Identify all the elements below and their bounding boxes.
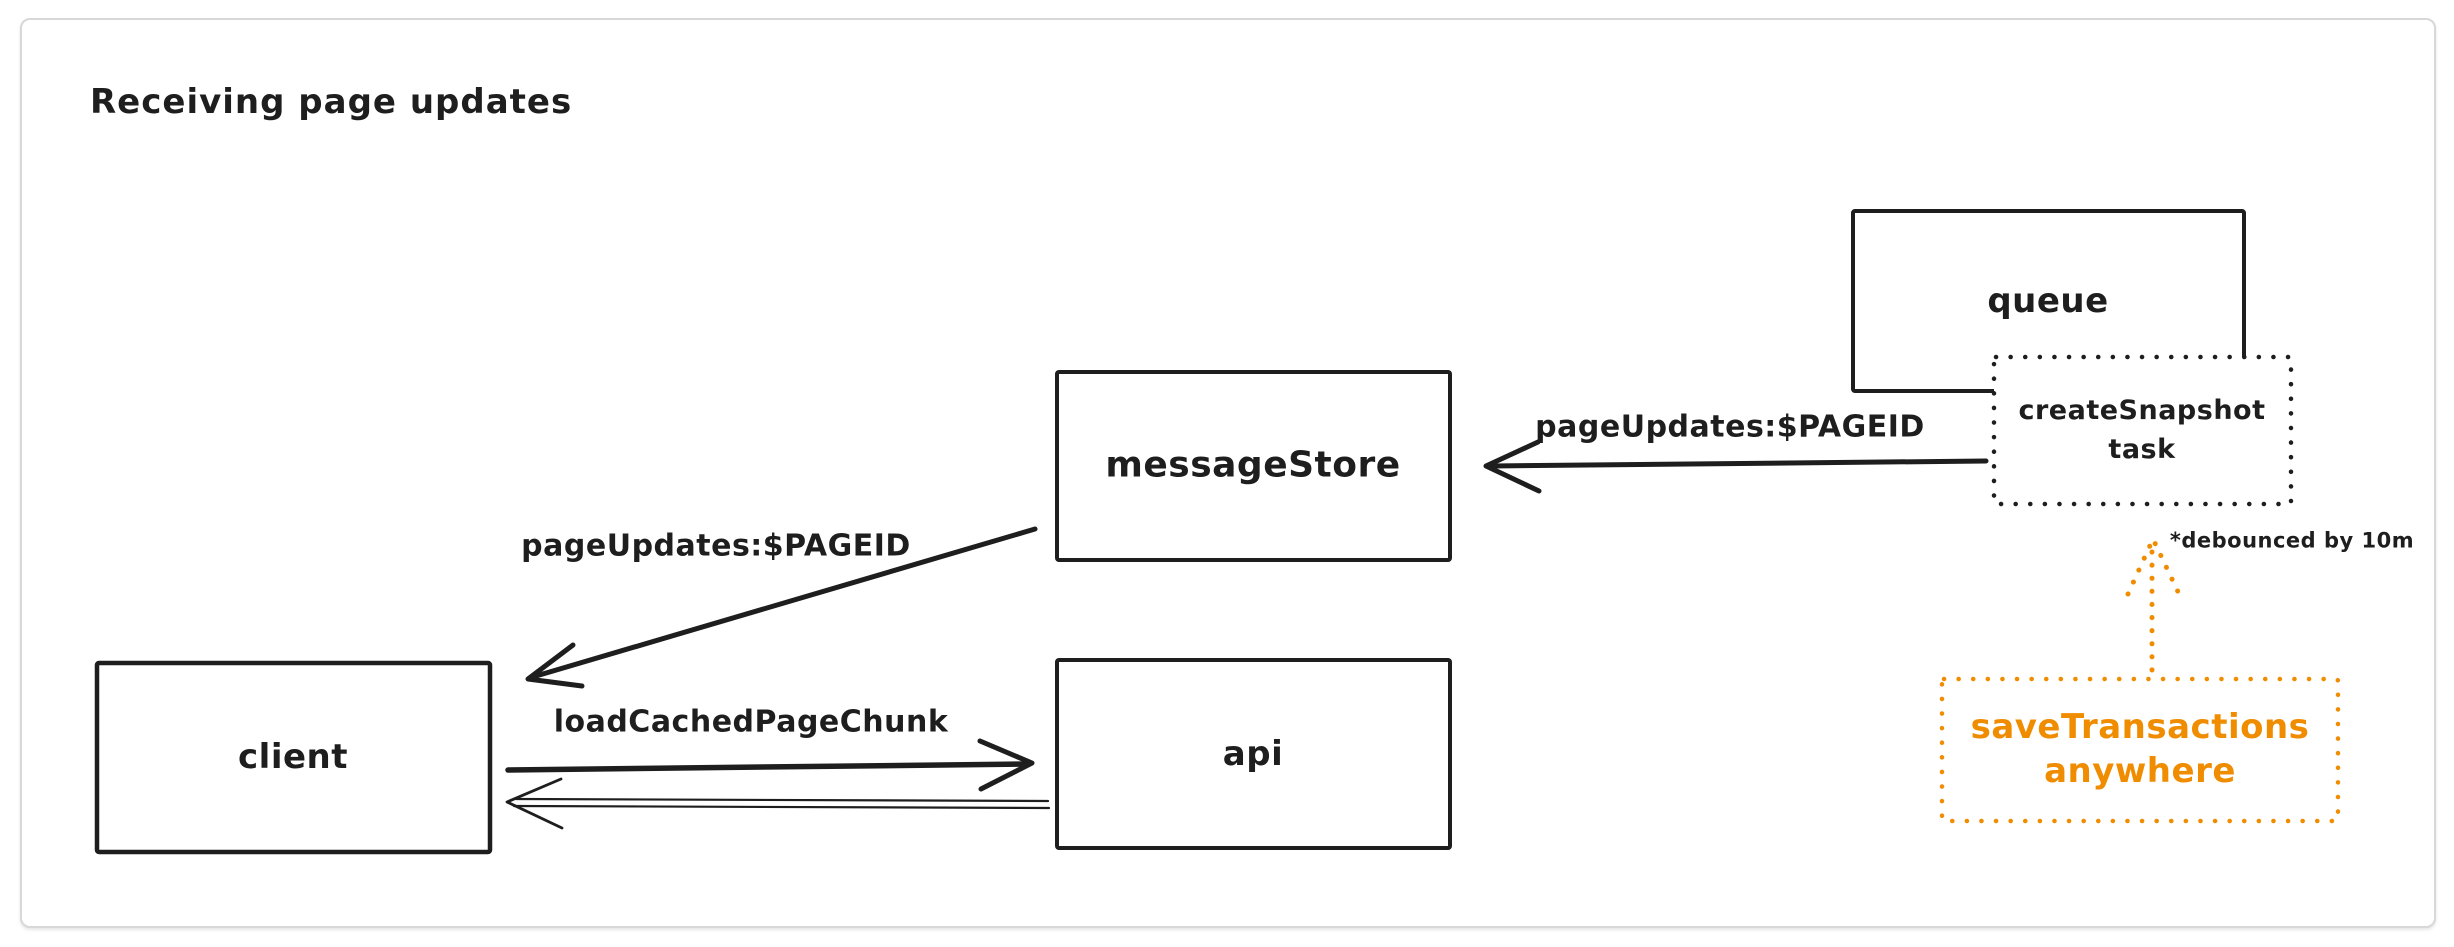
edge-label-page-updates-diagonal[interactable]: pageUpdates:$PAGEID — [521, 528, 911, 564]
message-store-label: messageStore — [1105, 444, 1401, 486]
queue-label: queue — [1987, 280, 2109, 321]
save-transactions-label: saveTransactions anywhere — [1971, 705, 2310, 793]
save-transactions-label-line1: saveTransactions — [1970, 706, 2310, 747]
create-snapshot-task-label-line2: task — [2108, 434, 2176, 465]
api-label: api — [1222, 733, 1284, 774]
api-box[interactable] — [1055, 658, 1452, 850]
arrow-save-transactions-to-task[interactable] — [2125, 536, 2183, 673]
arrow-message-store-to-client[interactable] — [525, 526, 1038, 689]
client-box[interactable] — [94, 660, 493, 855]
arrow-task-to-message-store[interactable] — [1483, 439, 1989, 494]
diagram-title[interactable]: Receiving page updates — [90, 82, 573, 122]
message-store-box[interactable] — [1055, 370, 1452, 562]
create-snapshot-task-label-line1: createSnapshot — [2018, 394, 2266, 426]
save-transactions-box[interactable] — [1939, 676, 2341, 824]
save-transactions-label-line2: anywhere — [2044, 751, 2236, 791]
edge-label-load-cached-page-chunk[interactable]: loadCachedPageChunk — [553, 704, 949, 740]
arrow-api-to-client[interactable] — [505, 777, 1051, 830]
edge-label-page-updates-top[interactable]: pageUpdates:$PAGEID — [1535, 409, 1925, 445]
create-snapshot-task-box[interactable] — [1991, 354, 2294, 507]
create-snapshot-task-label: createSnapshot task — [2018, 391, 2265, 469]
arrow-client-to-api[interactable] — [505, 738, 1035, 792]
client-label: client — [238, 736, 348, 777]
debounce-note[interactable]: *debounced by 10m — [2169, 528, 2415, 553]
